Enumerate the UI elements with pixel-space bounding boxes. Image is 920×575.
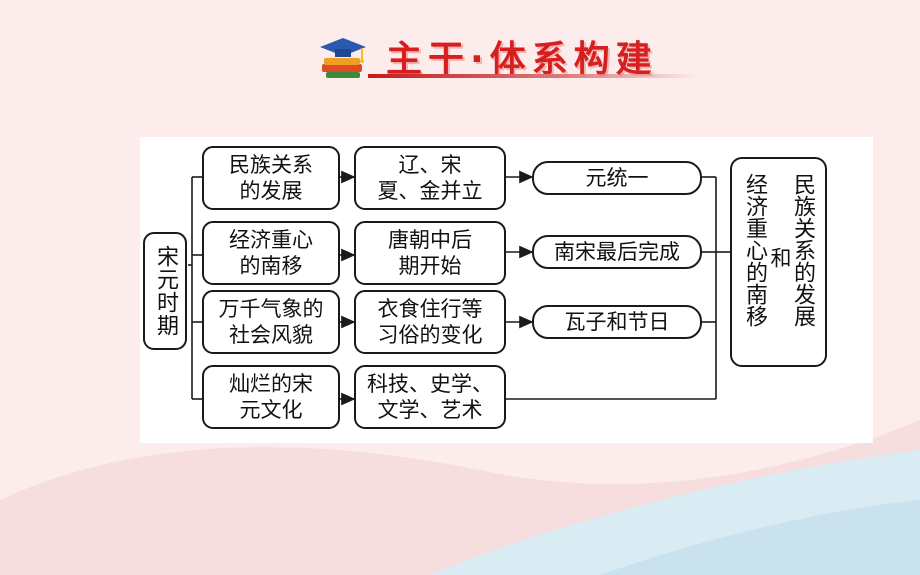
topic-label: 灿烂的宋 元文化 [229, 372, 313, 422]
graduation-cap-on-books-icon [320, 38, 366, 78]
detail-label: 辽、宋 夏、金并立 [377, 153, 483, 203]
topic-label: 万千气象的 社会风貌 [218, 297, 324, 347]
topic-label: 经济重心 的南移 [229, 228, 313, 278]
detail-box-tang-start: 唐朝中后 期开始 [354, 221, 506, 285]
conclusion-col2: 经济重心的南移 [742, 173, 767, 327]
period-label: 宋元时期 [153, 245, 178, 337]
topic-box-ethnic-relations: 民族关系 的发展 [202, 146, 340, 210]
result-label: 元统一 [585, 166, 649, 190]
topic-box-culture: 灿烂的宋 元文化 [202, 365, 340, 429]
detail-label: 科技、史学、 文学、艺术 [367, 372, 493, 422]
page-title: 主干·体系构建 [386, 39, 658, 80]
topic-label: 民族关系 的发展 [229, 153, 313, 203]
conclusion-col1: 民族关系的发展 [790, 173, 815, 327]
detail-label: 唐朝中后 期开始 [388, 228, 472, 278]
detail-box-culture-fields: 科技、史学、 文学、艺术 [354, 365, 506, 429]
result-label: 南宋最后完成 [554, 240, 680, 264]
result-box-yuan-unification: 元统一 [532, 161, 702, 195]
connector-lines [188, 170, 730, 406]
period-box: 宋元时期 [143, 232, 187, 350]
result-label: 瓦子和节日 [564, 310, 670, 334]
detail-box-coexistence: 辽、宋 夏、金并立 [354, 146, 506, 210]
topic-box-economic-shift: 经济重心 的南移 [202, 221, 340, 285]
topic-box-social-customs: 万千气象的 社会风貌 [202, 290, 340, 354]
slide-header: 主干·体系构建 [318, 22, 698, 82]
result-box-southern-song: 南宋最后完成 [532, 235, 702, 269]
detail-box-customs-change: 衣食住行等 习俗的变化 [354, 290, 506, 354]
result-box-wazi-festivals: 瓦子和节日 [532, 305, 702, 339]
conclusion-connector: 和 [768, 247, 792, 268]
concept-diagram: 宋元时期 民族关系 的发展 经济重心 的南移 万千气象的 社会风貌 灿烂的宋 元… [140, 137, 873, 443]
detail-label: 衣食住行等 习俗的变化 [377, 297, 483, 347]
title-underline [368, 74, 698, 78]
conclusion-box [730, 157, 827, 367]
